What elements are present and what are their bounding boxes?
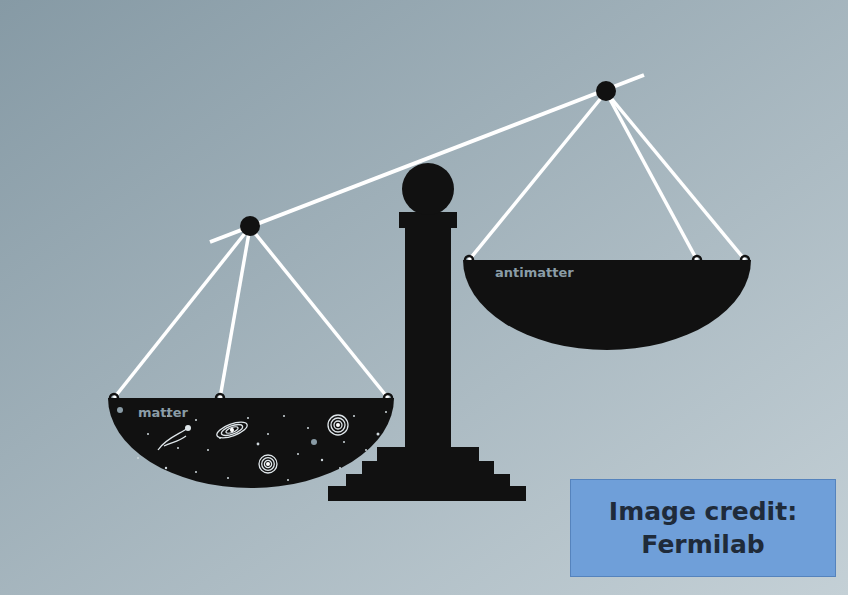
pan-shape bbox=[108, 398, 394, 488]
matter-pan: matter bbox=[108, 398, 394, 490]
pan-shape bbox=[463, 260, 751, 350]
credit-label: Image credit: Fermilab bbox=[596, 495, 811, 561]
pan-label: antimatter bbox=[495, 265, 574, 280]
pan-strings bbox=[114, 92, 745, 398]
antimatter-pan: antimatter bbox=[463, 260, 751, 352]
pan-label: matter bbox=[138, 405, 188, 420]
scale-beam bbox=[210, 75, 644, 242]
credit-box: Image credit: Fermilab bbox=[570, 479, 836, 577]
pivot-knobs bbox=[240, 81, 616, 236]
